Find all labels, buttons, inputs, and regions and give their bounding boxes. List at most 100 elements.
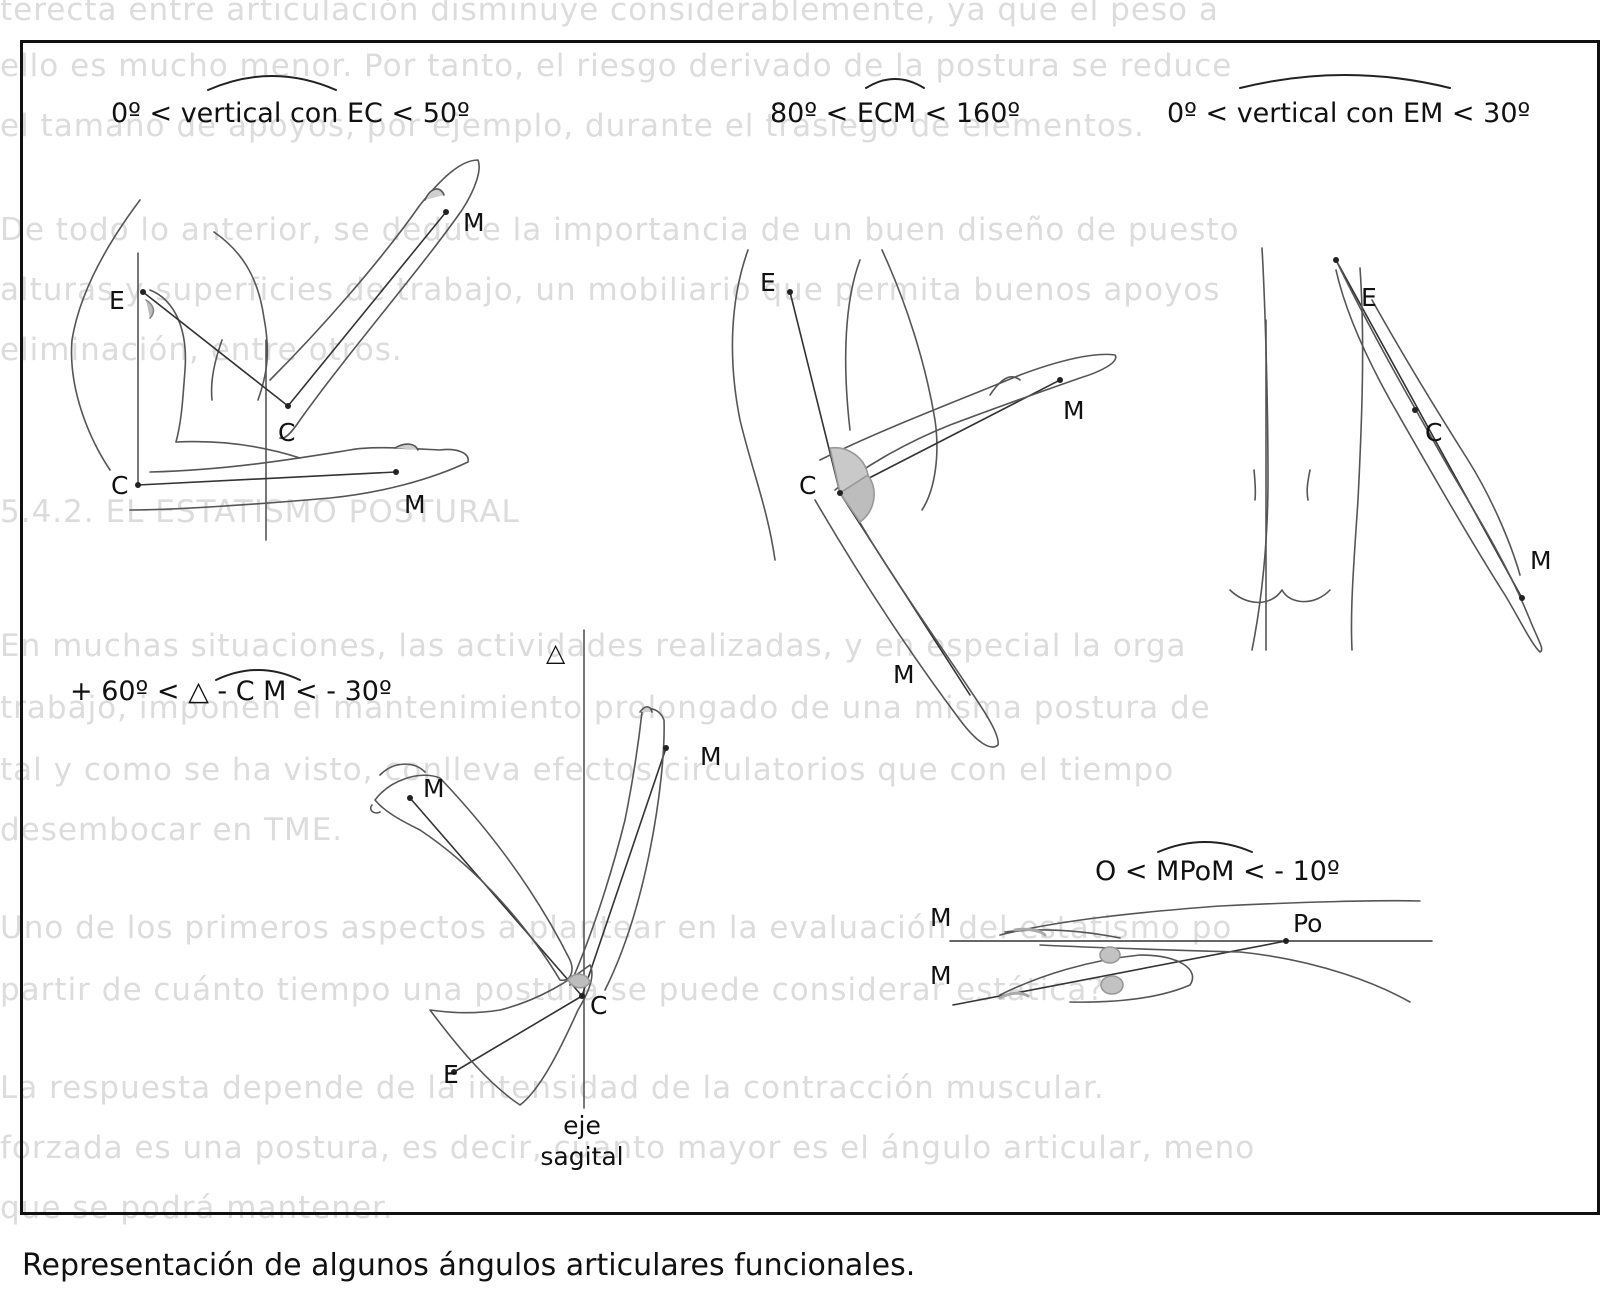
label-E: E bbox=[443, 1060, 459, 1089]
panel-em-vertical-title: 0º < vertical con EM < 30º bbox=[1167, 98, 1531, 129]
panel-elbow-vertical-title: 0º < vertical con EC < 50º bbox=[111, 98, 470, 129]
label-M: M bbox=[1063, 396, 1085, 425]
point-E bbox=[451, 1069, 457, 1075]
title-arc bbox=[207, 75, 337, 91]
forearm-outline-top bbox=[999, 899, 1421, 936]
title-arc bbox=[865, 78, 925, 89]
point-E bbox=[787, 289, 793, 295]
point-M-bottom bbox=[393, 469, 399, 475]
label-M: M bbox=[463, 208, 485, 237]
figure-frame bbox=[20, 40, 1600, 1215]
label-M: M bbox=[893, 660, 915, 689]
panel-wrist-drawing bbox=[949, 841, 1433, 1006]
figure-caption: Representación de algunos ángulos articu… bbox=[22, 1248, 916, 1283]
panel-em-drawing bbox=[1229, 74, 1543, 653]
label-C: C bbox=[278, 418, 296, 447]
point-M bbox=[1057, 377, 1063, 383]
arm-outline bbox=[1335, 259, 1543, 653]
shoulder-blob bbox=[145, 299, 155, 319]
right-forearm-outline bbox=[569, 708, 665, 991]
ghost-line: tal y como se ha visto, conlleva efectos… bbox=[0, 752, 1175, 788]
torso-lower-outline bbox=[175, 440, 301, 459]
label-M: M bbox=[930, 903, 952, 932]
hand-upper-outline bbox=[1004, 929, 1121, 939]
torso-outline bbox=[70, 199, 141, 471]
wrist-blob-bottom bbox=[1100, 975, 1124, 995]
label-C: C bbox=[799, 471, 817, 500]
spine-curve bbox=[210, 339, 223, 401]
panel-sagittal-title: + 60º < △ - C M < - 30º bbox=[70, 676, 392, 707]
label-M: M bbox=[404, 490, 426, 519]
elbow-blob bbox=[567, 973, 591, 989]
panel-elbow-vertical-drawing bbox=[70, 75, 480, 541]
back-outline-left bbox=[1251, 247, 1269, 651]
title-arc bbox=[215, 669, 301, 681]
panel-sagittal-drawing bbox=[215, 629, 669, 1109]
upper-arm-EC bbox=[453, 995, 583, 1073]
ghost-line: ello es mucho menor. Por tanto, el riesg… bbox=[0, 48, 1233, 84]
back-outline bbox=[731, 249, 776, 561]
waist-mark bbox=[1253, 469, 1311, 501]
triangle-marker: △ bbox=[546, 638, 566, 667]
point-M-right bbox=[663, 745, 669, 751]
raised-hand bbox=[424, 188, 445, 201]
sagittal-axis-label: eje sagital bbox=[540, 1111, 624, 1172]
forearm-CM-right bbox=[581, 747, 667, 997]
elbow-angle-wedge-lower bbox=[839, 474, 875, 523]
forearm-CM-horizontal bbox=[137, 471, 397, 486]
point-E bbox=[140, 289, 146, 295]
label-M: M bbox=[423, 774, 445, 803]
ghost-line: 5.4.2. EL ESTATISMO POSTURAL bbox=[0, 494, 520, 530]
label-C: C bbox=[111, 471, 129, 500]
buttocks-outline bbox=[1229, 589, 1331, 604]
upper-arm-outline bbox=[429, 964, 593, 1106]
point-C-top bbox=[285, 403, 291, 409]
left-forearm-outline bbox=[374, 774, 573, 982]
ghost-line: La respuesta depende de la intensidad de… bbox=[0, 1070, 1105, 1106]
forearm-CM-left bbox=[409, 797, 583, 997]
point-C-bottom bbox=[135, 482, 141, 488]
ghost-line: que se podrá mantener. bbox=[0, 1190, 394, 1226]
left-hand-outline bbox=[369, 763, 426, 814]
label-C: C bbox=[590, 991, 608, 1020]
right-hand bbox=[639, 705, 653, 713]
point-C bbox=[1412, 407, 1418, 413]
hand-outline bbox=[999, 954, 1194, 1003]
panel-ecm-drawing bbox=[731, 78, 1117, 748]
point-M-left bbox=[407, 795, 413, 801]
label-E: E bbox=[109, 286, 125, 315]
label-E: E bbox=[1361, 283, 1377, 312]
forearm-outline-bottom bbox=[1039, 944, 1411, 1003]
forearm-CM-raised bbox=[287, 211, 447, 407]
point-M bbox=[1519, 595, 1525, 601]
hand-outline bbox=[989, 376, 1021, 396]
lower-forearm-outline bbox=[814, 499, 999, 748]
upper-arm-EC bbox=[142, 291, 289, 407]
ghost-line: trabajo, imponen el mantenimiento prolon… bbox=[0, 690, 1211, 726]
ghost-line: En muchas situaciones, las actividades r… bbox=[0, 628, 1187, 664]
ghost-line: alturas y superficies de trabajo, un mob… bbox=[0, 272, 1221, 308]
ghost-line: el tamaño de apoyos, por ejemplo, durant… bbox=[0, 108, 1145, 144]
upper-arm-EC bbox=[789, 291, 841, 494]
arm-outline-inner bbox=[1371, 299, 1521, 576]
ghost-line: terecta entre articulación disminuye con… bbox=[0, 0, 1219, 28]
finger-tip-bottom bbox=[998, 991, 1030, 1000]
forearm-outline bbox=[819, 353, 1117, 491]
ghost-line: desembocar en TME. bbox=[0, 812, 344, 848]
ghost-line: forzada es una postura, es decir, cuanto… bbox=[0, 1130, 1256, 1166]
label-C: C bbox=[1425, 418, 1443, 447]
wrist-blob-top bbox=[1099, 946, 1121, 964]
point-E bbox=[1333, 257, 1339, 263]
point-C bbox=[837, 490, 843, 496]
title-arc bbox=[1157, 841, 1253, 853]
back-outline-right bbox=[1350, 267, 1364, 651]
elbow-angle-wedge bbox=[829, 446, 869, 494]
panel-wrist-title: O < MPoM < - 10º bbox=[1095, 856, 1340, 887]
point-C bbox=[579, 993, 585, 999]
panel-ecm-title: 80º < ECM < 160º bbox=[770, 98, 1021, 129]
label-E: E bbox=[760, 268, 776, 297]
lower-arm-outline bbox=[129, 446, 469, 511]
label-Po: Po bbox=[1293, 909, 1323, 938]
